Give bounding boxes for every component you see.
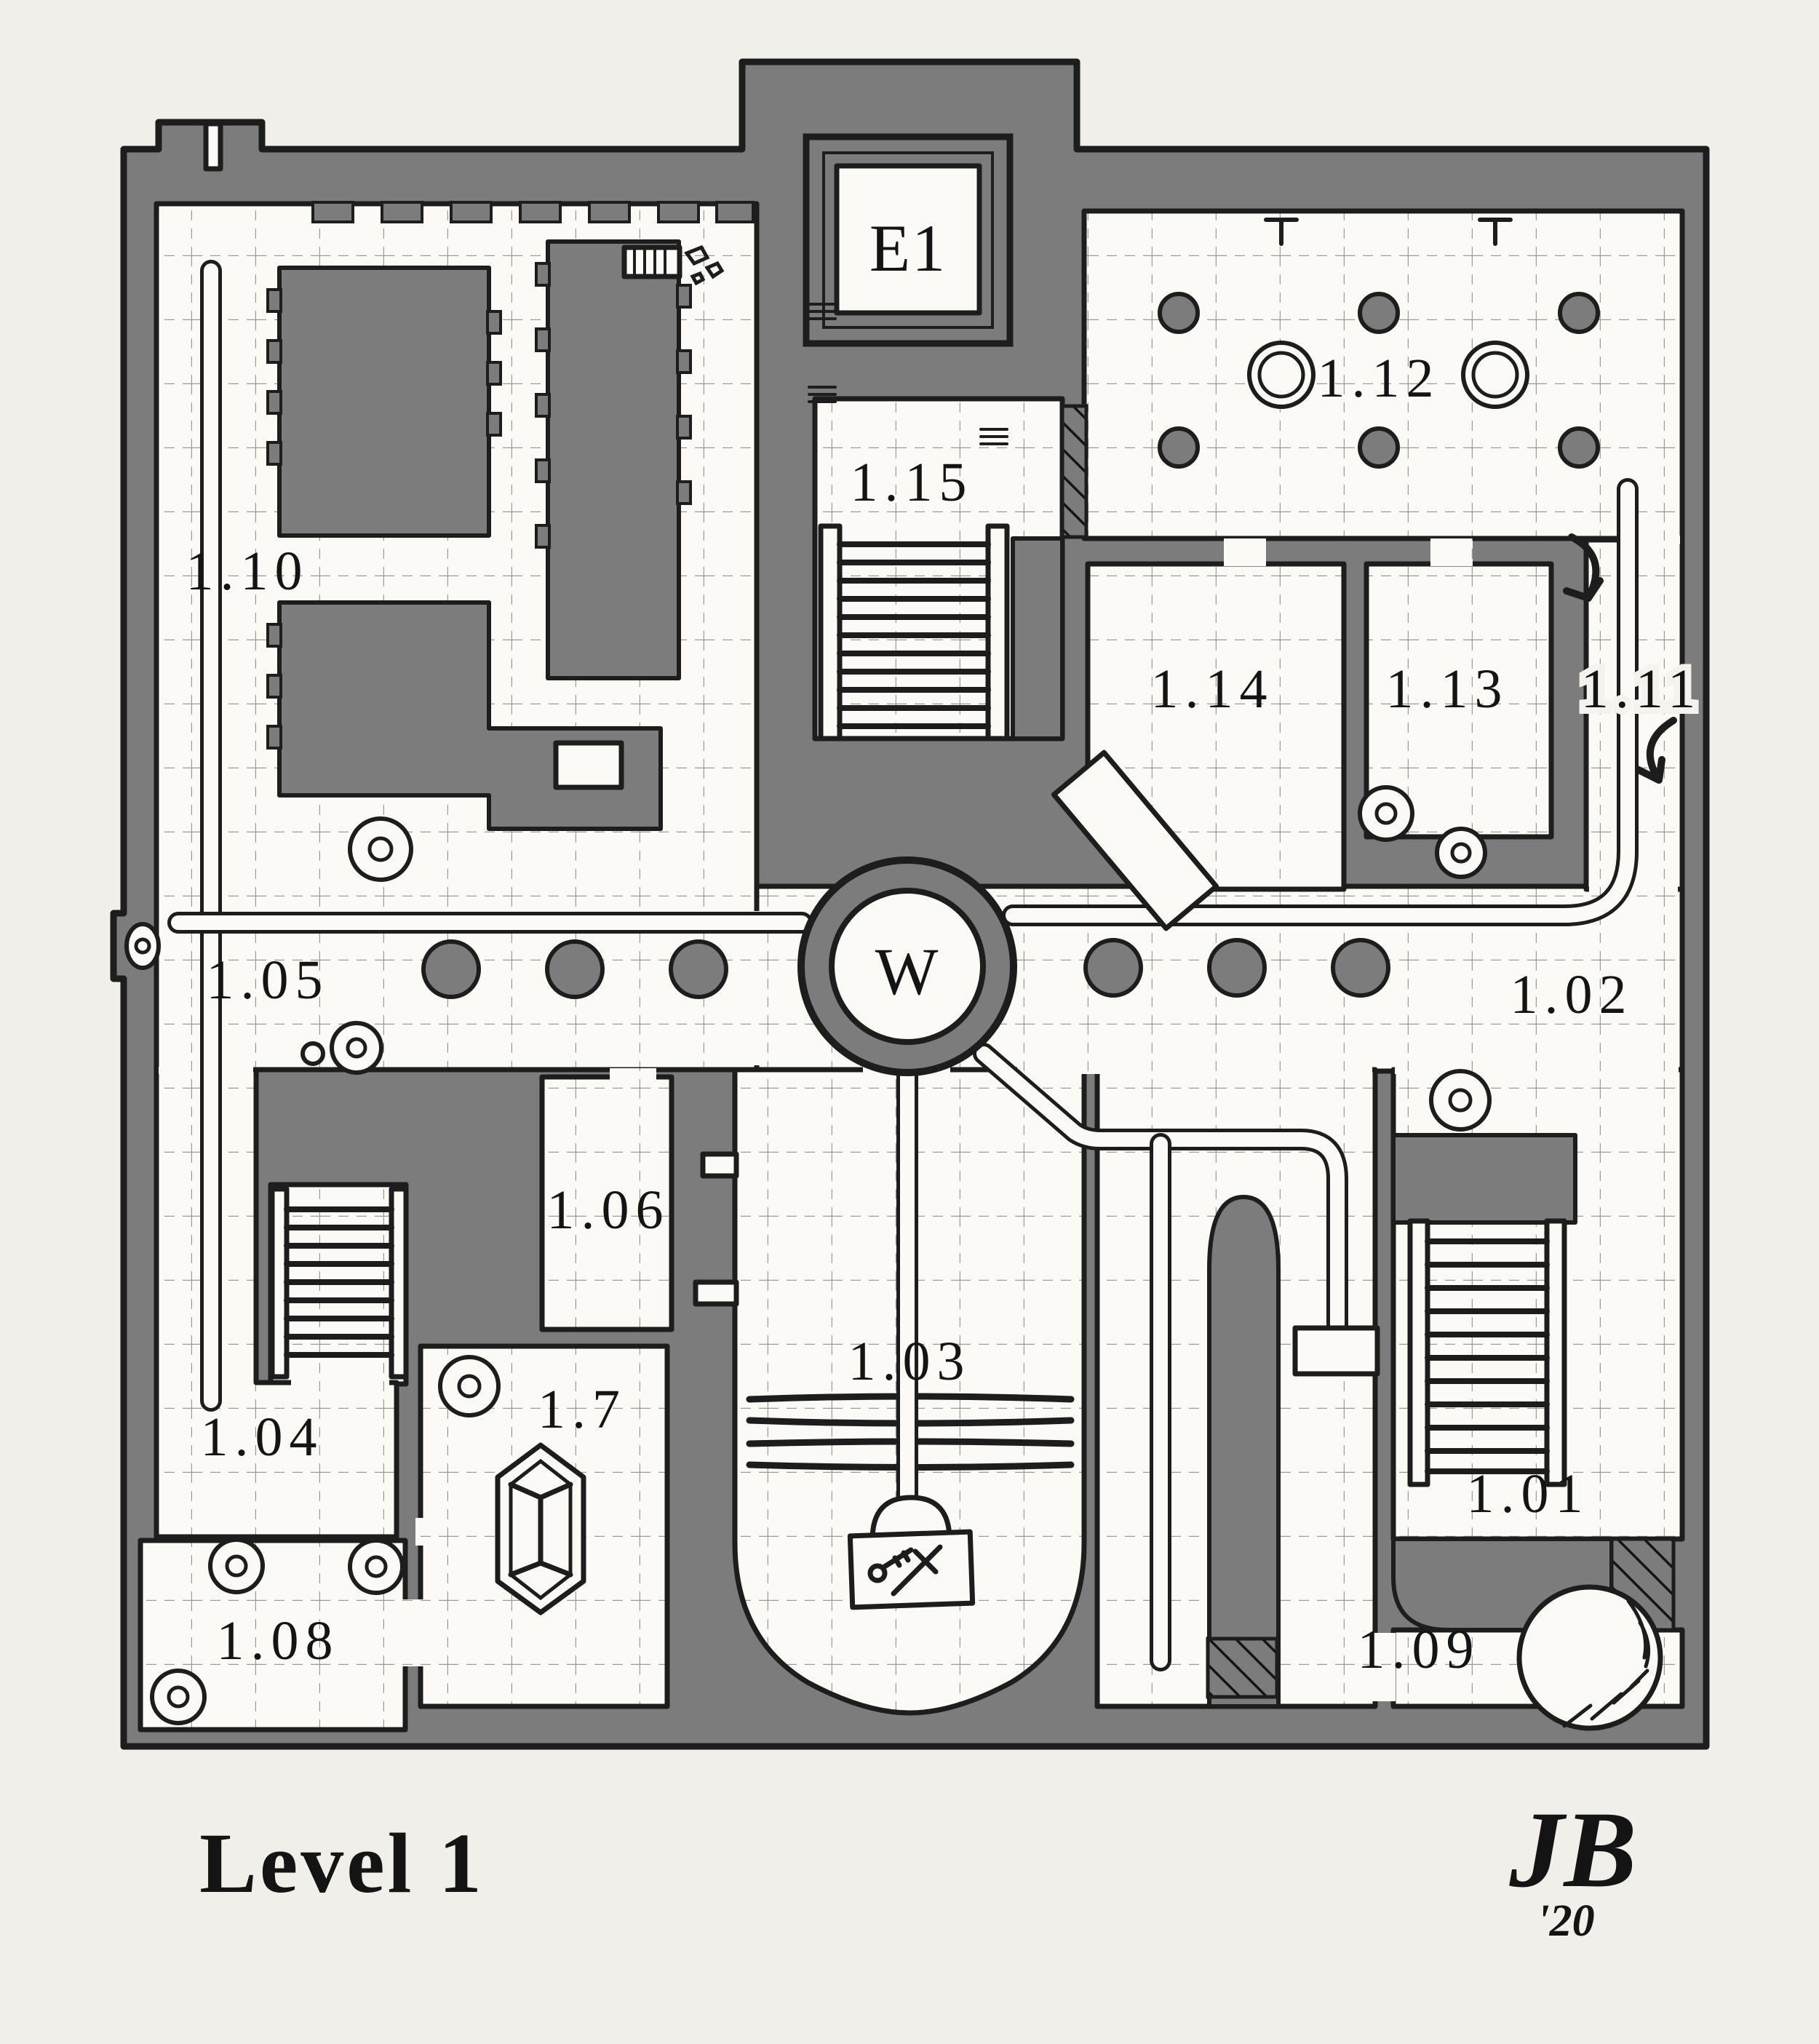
artist-signature: JB: [1508, 1789, 1636, 1910]
water-streams: [167, 260, 1677, 1671]
floor-room-1-06: [539, 1074, 674, 1332]
room-label-1-7: 1.7: [538, 1379, 626, 1440]
debris-icon: [684, 244, 725, 286]
room-label-e1: E1: [869, 211, 947, 285]
crossed-weapons-icon: [867, 1544, 943, 1596]
ring-markers: [124, 341, 1529, 1725]
altar-1-03: [847, 1495, 976, 1610]
floor-room-1-13: [1364, 561, 1554, 840]
room-label-1-12: 1.12: [1318, 348, 1441, 409]
stairs-1-01: [1407, 1218, 1567, 1487]
toothed-block-c: [546, 239, 681, 680]
room-label-1-03: 1.03: [848, 1331, 971, 1392]
e1-outer-wall: [803, 133, 1014, 347]
gem-crystal-1-7: [495, 1442, 586, 1615]
room-label-1-06: 1.06: [547, 1180, 670, 1241]
stair-landing-block-1-01: [1391, 1133, 1577, 1225]
room-label-w: W: [875, 934, 940, 1009]
corridor-pillars: [421, 938, 1390, 999]
crate-u-corridor: [1292, 1325, 1380, 1377]
top-wall-teeth: [311, 201, 755, 223]
wall-stub-1-15: [1011, 536, 1064, 741]
altar-slab: [847, 1529, 976, 1610]
wall-niche-upper: [700, 1151, 739, 1179]
signature-year: '20: [1537, 1896, 1594, 1946]
well: [797, 856, 1017, 1076]
bed-1-14: [1051, 749, 1219, 931]
hatched-door-u-corridor: [1206, 1637, 1279, 1699]
room-label-1-05: 1.05: [207, 950, 330, 1011]
stairs-southwest: [269, 1186, 409, 1380]
stairs-1-15: [818, 523, 1010, 741]
well-water: [829, 888, 986, 1045]
floor-hall-1-12: [1081, 208, 1685, 541]
e1-door-hatches: [808, 303, 1008, 445]
boulder-1-09: [1516, 1584, 1663, 1731]
block-teeth: [266, 262, 692, 749]
room-label-1-02: 1.02: [1510, 964, 1633, 1025]
e1-floor: [834, 163, 982, 316]
u-island-block: [1207, 1195, 1281, 1709]
room-label-1-13: 1.13: [1386, 659, 1509, 720]
e1-mid-wall: [822, 151, 994, 329]
pillar-dots-1-12: [1158, 292, 1600, 469]
room-label-1-09: 1.09: [1358, 1619, 1481, 1680]
flow-arrows: [1563, 533, 1677, 784]
floor-square-marker: [553, 740, 624, 790]
room-label-1-10: 1.10: [186, 541, 309, 602]
chest-icon: [621, 244, 682, 279]
hatched-door-1-15: [1060, 404, 1088, 539]
room-label-1-01: 1.01: [1467, 1463, 1590, 1524]
chest-and-debris: [621, 244, 725, 286]
stream-east-channel: [1002, 478, 1639, 926]
room-label-1-14: 1.14: [1151, 659, 1274, 720]
wall-niche-lower: [693, 1279, 739, 1307]
room-label-1-15: 1.15: [851, 452, 974, 513]
interior-wall-blocks: [266, 201, 1614, 1709]
room-label-1-04: 1.04: [201, 1407, 324, 1468]
toothed-block-a: [277, 266, 491, 538]
room-labels: E1 W 1.10 1.12 1.15 1.14 1.13 1.11 1.05 …: [186, 211, 1703, 1680]
room-label-1-11: 1.11: [1581, 659, 1702, 720]
stream-diagonal-southeast: [973, 1043, 1348, 1353]
map-title: Level 1: [199, 1816, 485, 1911]
entrance-tower-e1: [803, 133, 1014, 445]
boulder-hatching: [1562, 1599, 1651, 1728]
room-label-1-08: 1.08: [217, 1610, 340, 1671]
chimney-slot: [203, 121, 223, 172]
altar-dome: [869, 1495, 952, 1543]
door-t-marks-1-12: [1264, 218, 1513, 246]
